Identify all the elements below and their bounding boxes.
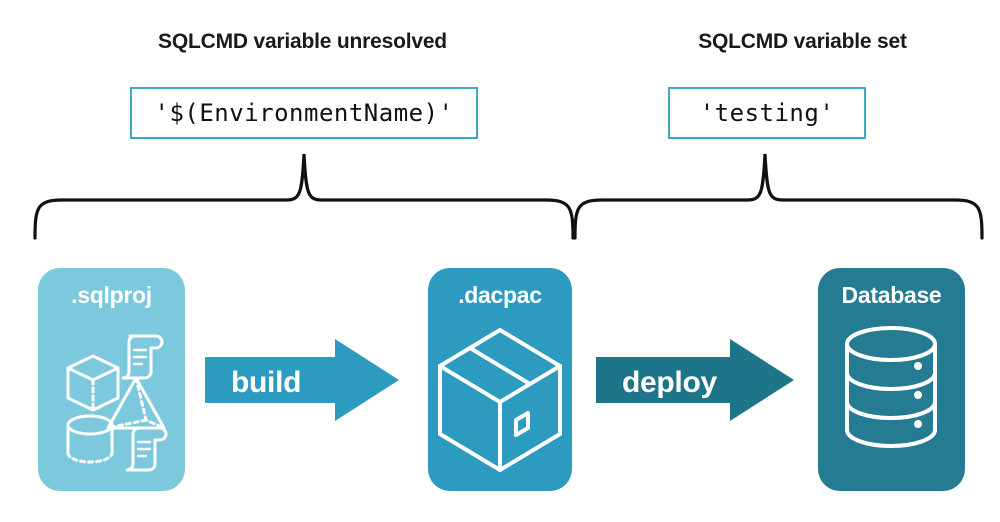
card-sqlproj-artwork <box>38 316 185 491</box>
code-box-variable-set: 'testing' <box>668 87 866 139</box>
arrow-deploy: deploy <box>596 337 796 428</box>
code-box-variable-unresolved: '$(EnvironmentName)' <box>130 87 478 139</box>
card-sqlproj-label: .sqlproj <box>71 282 152 308</box>
card-database: Database <box>818 268 965 491</box>
cylinder-icon <box>66 414 114 464</box>
section-title-left: SQLCMD variable unresolved <box>158 30 447 53</box>
pyramid-icon <box>106 376 166 430</box>
card-dacpac-label: .dacpac <box>458 282 542 308</box>
section-title-right: SQLCMD variable set <box>698 30 907 53</box>
card-database-label: Database <box>841 282 942 308</box>
cube-icon <box>66 354 120 412</box>
script-scroll-icon <box>125 426 168 472</box>
left-brace <box>33 153 575 240</box>
package-box-icon <box>438 328 562 472</box>
card-sqlproj: .sqlproj <box>38 268 185 491</box>
card-database-artwork <box>818 316 965 491</box>
right-brace <box>573 153 984 240</box>
script-scroll-icon <box>121 334 164 380</box>
database-cylinder-icon <box>845 326 937 448</box>
card-dacpac-artwork <box>428 316 572 491</box>
card-dacpac: .dacpac <box>428 268 572 491</box>
arrow-build: build <box>205 337 401 428</box>
